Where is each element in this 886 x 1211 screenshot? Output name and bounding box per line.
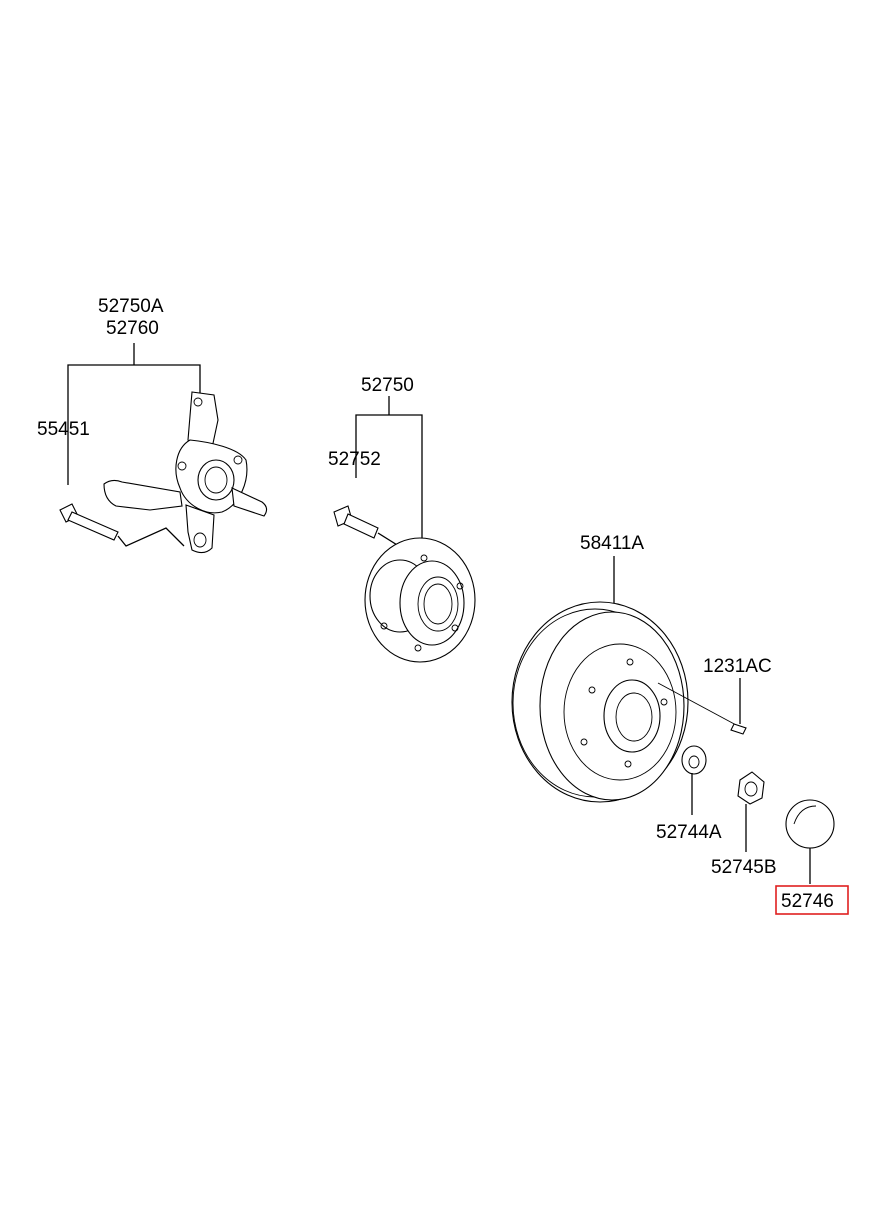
label-55451[interactable]: 55451 xyxy=(37,419,90,440)
screw-1231AC[interactable] xyxy=(657,682,747,735)
leader-55451 xyxy=(117,527,185,547)
drum-58411A[interactable] xyxy=(511,601,689,803)
highlight-box-52746 xyxy=(775,885,849,915)
label-52745B[interactable]: 52745B xyxy=(711,857,777,878)
label-58411A[interactable]: 58411A xyxy=(580,533,644,554)
label-1231AC[interactable]: 1231AC xyxy=(703,656,772,677)
label-52750A[interactable]: 52750A xyxy=(98,296,164,317)
cap-52746[interactable] xyxy=(785,799,835,849)
bracket-52750 xyxy=(355,414,423,540)
hub-52750[interactable] xyxy=(364,537,476,663)
hub-bolt-52752[interactable] xyxy=(333,505,379,539)
knuckle-assembly[interactable] xyxy=(67,343,268,554)
label-52744A[interactable]: 52744A xyxy=(656,822,722,843)
label-52752[interactable]: 52752 xyxy=(328,449,381,470)
bolt-55451[interactable] xyxy=(59,503,119,541)
washer-52744A[interactable] xyxy=(681,745,707,775)
label-52760[interactable]: 52760 xyxy=(106,318,159,339)
nut-52745B[interactable] xyxy=(737,771,765,805)
label-52750[interactable]: 52750 xyxy=(361,375,414,396)
label-52746[interactable]: 52746 xyxy=(781,891,834,912)
